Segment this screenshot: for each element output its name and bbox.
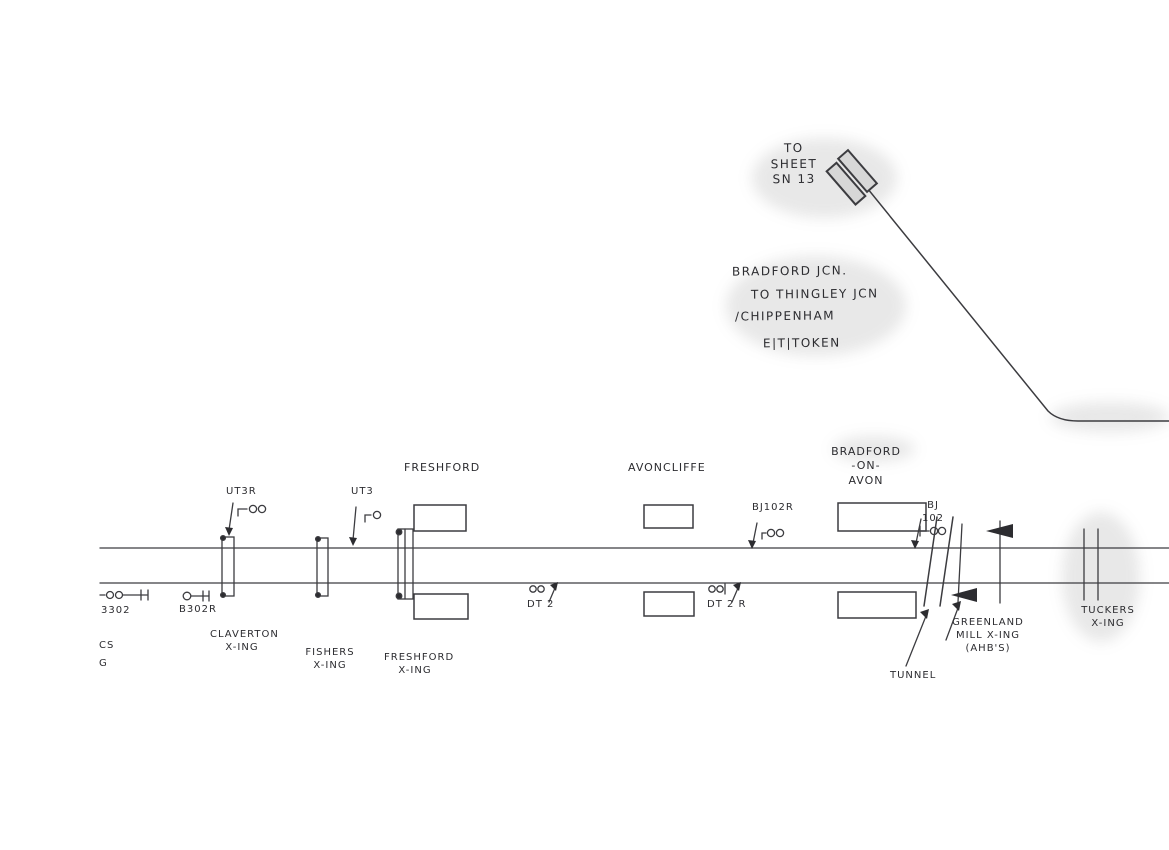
- crossing-label-fishers: FISHERS X-ING: [305, 647, 355, 671]
- signal-icon-3302: [99, 589, 149, 601]
- signal-label-bj102: BJ 102: [921, 500, 945, 524]
- crossing-label-freshford: FRESHFORD X-ING: [384, 652, 455, 676]
- signal-label-bj102r: BJ102R: [752, 502, 794, 513]
- annotation-arrows: [225, 502, 961, 667]
- signal-label-ut3: UT3: [351, 486, 374, 497]
- crossing-symbol-greenland-mill: [951, 520, 1013, 604]
- signal-icon-dt2r: [708, 583, 726, 595]
- crossing-symbol-claverton: [219, 534, 235, 599]
- main-track-lines: [99, 547, 1169, 584]
- scan-artifact-blob: [1062, 512, 1140, 642]
- route-note-line4: E|T|TOKEN: [762, 335, 841, 351]
- signal-icon-ut3: [364, 510, 382, 523]
- scan-artifact-blob: [726, 256, 906, 356]
- sheet-ref-label: TO SHEET SN 13: [770, 140, 818, 187]
- crossing-label-greenland-mill: GREENLAND MILL X-ING (AHB'S): [952, 617, 1024, 654]
- tunnel-label: TUNNEL: [890, 670, 937, 681]
- signal-label-ut3r: UT3R: [226, 486, 257, 497]
- platforms-bradford-on-avon: [837, 502, 927, 619]
- signal-label-b302r: B302R: [179, 604, 217, 615]
- crossing-symbol-fishers: [314, 535, 329, 599]
- branch-line-to-sheet: [845, 161, 1169, 422]
- scan-artifact-blob: [833, 436, 915, 462]
- scan-artifact-blob: [1050, 402, 1169, 432]
- crossing-symbol-tuckers: [1083, 528, 1099, 601]
- signal-label-dt2: DT 2: [527, 599, 555, 610]
- route-note-line3: /CHIPPENHAM: [734, 308, 836, 324]
- station-label-avoncliffe: AVONCLIFFE: [628, 461, 706, 474]
- signal-icon-dt2: [529, 585, 545, 593]
- edge-fragment-g: G: [99, 658, 108, 669]
- signal-icon-b302r: [182, 590, 210, 602]
- station-label-freshford: FRESHFORD: [404, 461, 481, 474]
- token-exchange-symbol: [825, 148, 879, 206]
- signal-label-dt2r: DT 2 R: [707, 599, 747, 610]
- platforms-avoncliffe: [643, 504, 695, 617]
- route-note-line2: TO THINGLEY JCN: [750, 286, 879, 302]
- crossing-symbol-freshford: [395, 528, 414, 600]
- station-label-bradford-on-avon: BRADFORD -ON- AVON: [831, 445, 901, 487]
- signal-label-3302: 3302: [101, 605, 131, 616]
- signal-icon-bj102r: [761, 528, 785, 540]
- tunnel-symbol: [923, 516, 954, 607]
- signal-icon-ut3r: [237, 504, 267, 517]
- platforms-freshford: [413, 504, 469, 620]
- ahb-arrow-icon: [986, 524, 1013, 538]
- signal-icon-bj102: [919, 525, 947, 537]
- crossing-label-claverton: CLAVERTON X-ING: [210, 629, 279, 653]
- route-note-line1: BRADFORD JCN.: [731, 263, 848, 279]
- crossing-label-tuckers: TUCKERS X-ING: [1081, 605, 1135, 629]
- ahb-arrow-icon: [951, 588, 977, 602]
- edge-fragment-cs: CS: [99, 640, 115, 651]
